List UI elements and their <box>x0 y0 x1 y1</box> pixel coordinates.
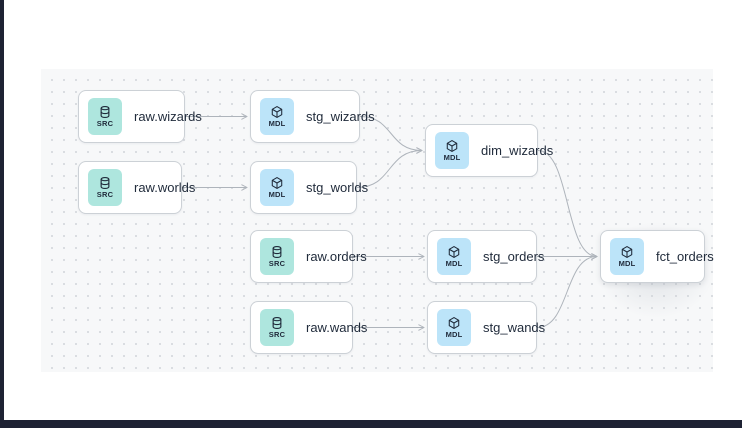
cube-icon <box>270 176 284 190</box>
badge-label: MDL <box>268 190 286 200</box>
source-badge: SRC <box>260 309 294 346</box>
cube-icon <box>447 245 461 259</box>
source-badge: SRC <box>260 238 294 275</box>
badge-label: SRC <box>96 190 114 200</box>
model-badge: MDL <box>610 238 644 275</box>
badge-label: MDL <box>445 259 463 269</box>
database-icon <box>270 245 284 259</box>
window-edge-left <box>0 0 4 428</box>
source-badge: SRC <box>88 169 122 206</box>
node-stg_orders[interactable]: MDL stg_orders <box>427 230 544 283</box>
cube-icon <box>445 139 459 153</box>
database-icon <box>98 105 112 119</box>
model-badge: MDL <box>437 238 471 275</box>
cube-icon <box>447 316 461 330</box>
node-raw_worlds[interactable]: SRC raw.worlds <box>78 161 195 214</box>
node-fct_orders[interactable]: MDL fct_orders <box>600 230 714 283</box>
badge-label: MDL <box>443 153 461 163</box>
node-label: raw.wands <box>306 320 368 335</box>
node-label: stg_orders <box>483 249 545 264</box>
node-label: stg_wands <box>483 320 546 335</box>
database-icon <box>98 176 112 190</box>
node-raw_orders[interactable]: SRC raw.orders <box>250 230 367 283</box>
node-dim_wizards[interactable]: MDL dim_wizards <box>425 124 553 177</box>
node-label: raw.wizards <box>134 109 202 124</box>
model-badge: MDL <box>260 169 294 206</box>
model-badge: MDL <box>435 132 469 169</box>
node-label: stg_worlds <box>306 180 369 195</box>
badge-label: MDL <box>618 259 636 269</box>
node-stg_wands[interactable]: MDL stg_wands <box>427 301 545 354</box>
database-icon <box>270 316 284 330</box>
cube-icon <box>270 105 284 119</box>
node-stg_worlds[interactable]: MDL stg_worlds <box>250 161 368 214</box>
window-edge-bottom <box>0 420 742 428</box>
node-raw_wands[interactable]: SRC raw.wands <box>250 301 367 354</box>
badge-label: SRC <box>96 119 114 129</box>
cube-icon <box>620 245 634 259</box>
node-label: stg_wizards <box>306 109 375 124</box>
node-stg_wizards[interactable]: MDL stg_wizards <box>250 90 375 143</box>
badge-label: MDL <box>268 119 286 129</box>
node-raw_wizards[interactable]: SRC raw.wizards <box>78 90 202 143</box>
badge-label: SRC <box>268 259 286 269</box>
node-label: raw.orders <box>306 249 367 264</box>
model-badge: MDL <box>437 309 471 346</box>
model-badge: MDL <box>260 98 294 135</box>
node-label: fct_orders <box>656 249 714 264</box>
node-label: raw.worlds <box>134 180 196 195</box>
source-badge: SRC <box>88 98 122 135</box>
badge-label: MDL <box>445 330 463 340</box>
badge-label: SRC <box>268 330 286 340</box>
node-label: dim_wizards <box>481 143 554 158</box>
